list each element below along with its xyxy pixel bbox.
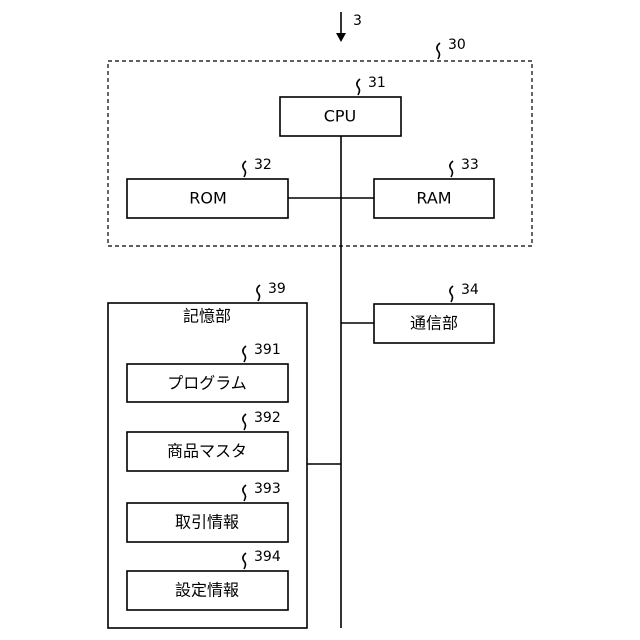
rom-leader [243,161,246,177]
rom-label: ROM [189,189,227,208]
control-group-ref: 30 [448,37,466,53]
storage-item-ref: 393 [254,481,281,497]
storage-item-ref: 392 [254,410,281,426]
storage-item-label: 取引情報 [175,513,239,532]
comm-label: 通信部 [410,314,458,333]
cpu-leader [357,79,360,95]
storage-item-ref: 391 [254,342,281,358]
storage-label: 記憶部 [183,307,231,326]
cpu-ref: 31 [368,75,386,91]
comm-ref: 34 [461,282,479,298]
input-arrow-ref: 3 [353,13,362,29]
storage-item-label: 商品マスタ [167,442,247,461]
ram-leader [450,161,453,177]
control-group-leader [437,43,440,59]
ram-ref: 33 [461,157,479,173]
comm-leader [450,286,453,302]
input-arrow [336,12,346,42]
cpu-label: CPU [324,107,357,126]
storage-item-ref: 394 [254,549,281,565]
storage-leader [257,285,260,301]
rom-ref: 32 [254,157,272,173]
ram-label: RAM [416,189,451,208]
storage-ref: 39 [268,281,286,297]
storage-item-label: 設定情報 [175,581,239,600]
storage-item-label: プログラム [167,374,247,393]
